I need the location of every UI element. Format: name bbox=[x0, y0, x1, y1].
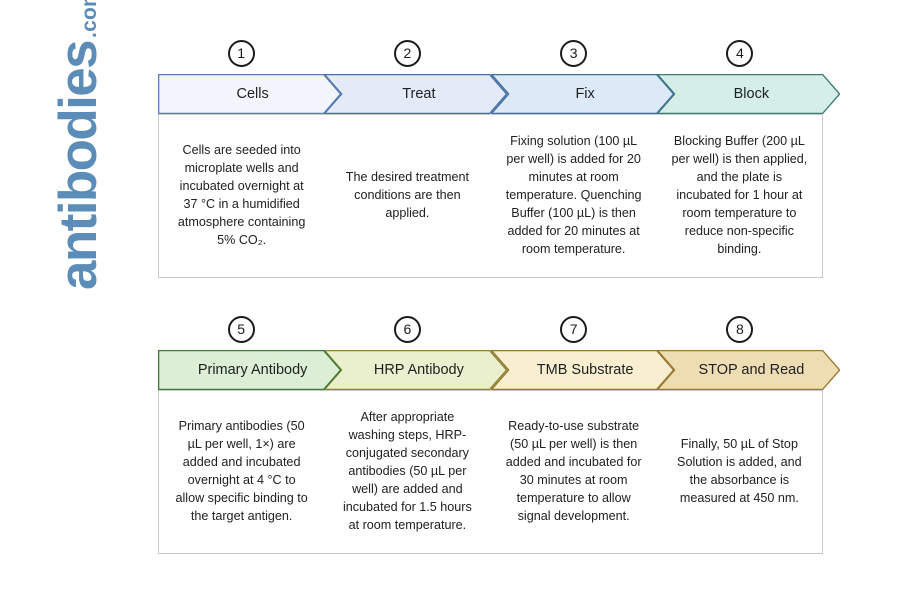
step-description-2: The desired treatment conditions are the… bbox=[345, 170, 469, 220]
process-flow-row-2: 5 6 7 8 Primary Antibody HRP Antibody TMB Sub… bbox=[158, 312, 848, 554]
step-description-cell-4: Blocking Buffer (200 µL per well) is the… bbox=[656, 114, 823, 278]
step-description-cell-2: The desired treatment conditions are the… bbox=[324, 114, 492, 278]
brand-name: antibodies bbox=[49, 40, 108, 290]
process-step-6[interactable]: HRP Antibody bbox=[324, 350, 508, 390]
process-flow-row-1: 1 2 3 4 Cells Treat Fix Block Cells are seeded… bbox=[158, 36, 848, 278]
step-number-7: 7 bbox=[560, 316, 588, 343]
step-description-6: After appropriate washing steps, HRP-con… bbox=[342, 410, 472, 532]
step-description-cell-8: Finally, 50 µL of Stop Solution is added… bbox=[656, 390, 823, 554]
step-description-cell-7: Ready-to-use substrate (50 µL per well) … bbox=[490, 390, 658, 554]
step-description-cell-1: Cells are seeded into microplate wells a… bbox=[158, 114, 326, 278]
process-step-8[interactable]: STOP and Read bbox=[656, 350, 840, 390]
step-description-7: Ready-to-use substrate (50 µL per well) … bbox=[505, 419, 642, 523]
chevron-shape bbox=[158, 74, 342, 114]
step-description-cell-5: Primary antibodies (50 µL per well, 1×) … bbox=[158, 390, 326, 554]
brand-tld: .com bbox=[78, 0, 101, 38]
step-description-5: Primary antibodies (50 µL per well, 1×) … bbox=[175, 419, 308, 523]
step-number-8: 8 bbox=[726, 316, 754, 343]
step-number-strip-1: 1 2 3 4 bbox=[158, 36, 848, 74]
brand-logo: antibodies .com bbox=[49, 0, 108, 290]
step-description-4: Blocking Buffer (200 µL per well) is the… bbox=[671, 134, 808, 256]
step-description-3: Fixing solution (100 µL per well) is add… bbox=[505, 134, 642, 256]
step-label-4: Block bbox=[733, 86, 770, 102]
step-label-3: Fix bbox=[575, 86, 595, 102]
step-description-cell-6: After appropriate washing steps, HRP-con… bbox=[324, 390, 492, 554]
chevron-band-2: Primary Antibody HRP Antibody TMB Substrat… bbox=[158, 350, 848, 390]
step-description-cell-3: Fixing solution (100 µL per well) is add… bbox=[490, 114, 658, 278]
step-label-1: Cells bbox=[236, 86, 269, 102]
step-number-2: 2 bbox=[393, 40, 421, 67]
process-step-1[interactable]: Cells bbox=[158, 74, 342, 114]
step-label-7: TMB Substrate bbox=[536, 362, 634, 378]
chevron-shape bbox=[324, 350, 508, 390]
description-band-1: Cells are seeded into microplate wells a… bbox=[158, 114, 848, 278]
process-step-5[interactable]: Primary Antibody bbox=[158, 350, 342, 390]
process-step-4[interactable]: Block bbox=[656, 74, 840, 114]
step-number-4: 4 bbox=[726, 40, 754, 67]
step-label-2: Treat bbox=[402, 86, 436, 102]
step-label-6: HRP Antibody bbox=[373, 362, 464, 378]
chevron-shape bbox=[656, 74, 840, 114]
process-step-3[interactable]: Fix bbox=[490, 74, 674, 114]
chevron-shape bbox=[490, 350, 674, 390]
step-number-3: 3 bbox=[560, 40, 588, 67]
chevron-shape bbox=[158, 350, 342, 390]
chevron-band-1: Cells Treat Fix Block bbox=[158, 74, 848, 114]
step-number-1: 1 bbox=[227, 40, 255, 67]
step-description-8: Finally, 50 µL of Stop Solution is added… bbox=[677, 437, 802, 505]
step-number-5: 5 bbox=[227, 316, 255, 343]
chevron-shape bbox=[490, 74, 674, 114]
step-number-strip-2: 5 6 7 8 bbox=[158, 312, 848, 350]
chevron-shape bbox=[656, 350, 840, 390]
step-description-1: Cells are seeded into microplate wells a… bbox=[177, 143, 306, 247]
description-band-2: Primary antibodies (50 µL per well, 1×) … bbox=[158, 390, 848, 554]
process-step-7[interactable]: TMB Substrate bbox=[490, 350, 674, 390]
left-rail: Cell Based ELISA Kits Quick Protocol ant… bbox=[0, 0, 158, 594]
step-label-8: STOP and Read bbox=[698, 362, 805, 378]
process-step-2[interactable]: Treat bbox=[324, 74, 508, 114]
step-label-5: Primary Antibody bbox=[197, 362, 308, 378]
chevron-shape bbox=[324, 74, 508, 114]
step-number-6: 6 bbox=[393, 316, 421, 343]
